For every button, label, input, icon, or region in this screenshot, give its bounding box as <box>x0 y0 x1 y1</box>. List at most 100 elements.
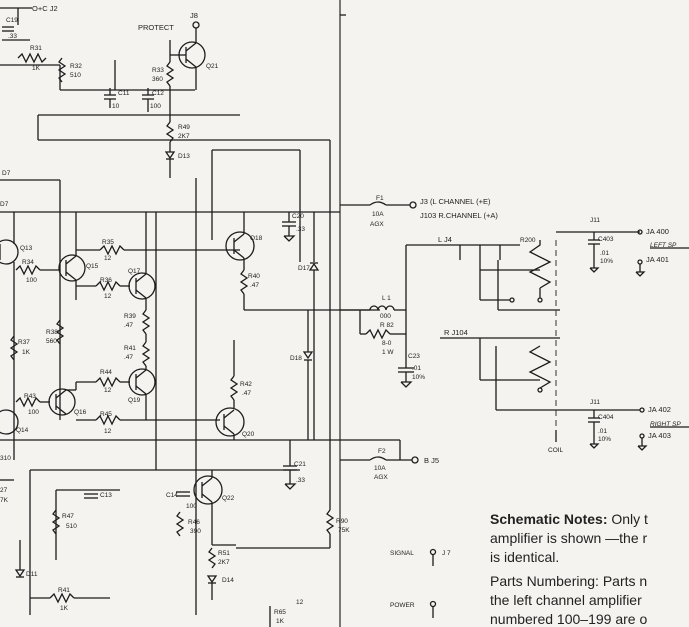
diode-d18: D18 <box>290 310 314 440</box>
component-label: R43 <box>24 393 36 400</box>
component-label: 100 <box>28 409 39 416</box>
resistor-r41: R41 .47 <box>124 334 151 370</box>
component-label: R33 <box>152 67 164 74</box>
component-label: R51 <box>218 550 230 557</box>
resistor-r42: R42 .47 <box>229 340 252 408</box>
component-label: R44 <box>100 369 112 376</box>
component-label: R31 <box>30 45 42 52</box>
component-label: 75K <box>338 527 350 534</box>
resistor-r46: R46 390 <box>175 511 201 537</box>
transistor-q13: Q13 <box>0 212 33 460</box>
capacitor-c14: C14 100 <box>166 491 197 510</box>
component-label: 100 <box>150 103 161 110</box>
component-label: 12 <box>104 255 112 262</box>
component-label: JA 400 <box>646 227 669 236</box>
component-label: R65 <box>274 609 286 616</box>
resistor-r41-lower: R41 1K <box>30 587 110 612</box>
component-label: D7 <box>2 170 11 177</box>
component-label: 1K <box>22 349 31 356</box>
component-label: L J4 <box>438 235 452 244</box>
transistor-q18: Q18 <box>225 212 263 270</box>
component-label: Q14 <box>16 427 29 434</box>
component-label: 10A <box>374 465 386 472</box>
component-label: J11 <box>590 217 600 224</box>
component-label: 7K <box>0 497 9 504</box>
notes-line-3: is identical. <box>490 549 560 565</box>
component-label: D17 <box>298 265 310 272</box>
output-j104: R J104 <box>440 328 580 411</box>
component-label: 10 <box>112 103 120 110</box>
component-label: Q19 <box>128 397 141 404</box>
component-label: J 7 <box>442 550 451 557</box>
component-label: .47 <box>124 322 133 329</box>
component-label: 12 <box>104 428 112 435</box>
component-label: PROTECT <box>138 23 174 32</box>
component-label: JA 402 <box>648 405 671 414</box>
connector-j11-left: J11 JA 400 LEFT SP C403 .01 10% JA 401 <box>556 217 689 277</box>
capacitor-c23: C23 .01 10% <box>398 353 425 388</box>
resistor-r35: R35 12 <box>76 239 240 262</box>
label-c-j2: O+C J2 <box>32 4 58 13</box>
inductor-l1: L 1 000 <box>340 295 406 320</box>
component-label: 10% <box>412 374 425 381</box>
component-label: 1 W <box>382 349 394 356</box>
component-label: JA 401 <box>646 255 669 264</box>
component-label: .47 <box>124 354 133 361</box>
resistor-r49: R49 2K7 D13 <box>164 112 190 178</box>
component-label: F2 <box>378 448 386 455</box>
component-label: C12 <box>152 90 164 97</box>
component-label: R200 <box>520 237 536 244</box>
resistor-r51: R51 2K7 D14 <box>206 544 236 600</box>
component-label: C13 <box>100 492 112 499</box>
transistor-q15: Q15 <box>58 212 99 300</box>
component-label: J8 <box>190 11 198 20</box>
component-label: 560 <box>46 338 57 345</box>
component-label: L 1 <box>382 295 391 302</box>
fuse-f2: F2 10A AGX B J5 <box>340 440 439 481</box>
notes-line-4: Parts Numbering: Parts n <box>490 573 648 589</box>
component-label: 10A <box>372 211 384 218</box>
component-label: D11 <box>26 571 38 578</box>
component-label: COIL <box>548 447 564 454</box>
component-label: R41 <box>58 587 70 594</box>
resistor-r33: R33 360 <box>152 40 175 112</box>
component-label: 310 <box>0 455 11 462</box>
component-label: D14 <box>222 577 234 584</box>
component-label: 1K <box>60 605 69 612</box>
component-label: Q18 <box>250 235 263 242</box>
component-label: R42 <box>240 381 252 388</box>
capacitor-c12: C12 100 <box>142 88 164 112</box>
resistor-r37: R37 1K <box>9 335 31 361</box>
component-label: .01 <box>600 250 609 257</box>
notes-line-1: Schematic Notes: Only t <box>490 511 648 527</box>
resistor-r36: R36 12 <box>76 277 130 300</box>
transistor-q22: Q22 <box>193 470 235 545</box>
resistor-r38: R38 560 <box>46 319 65 345</box>
component-label: RIGHT SP <box>650 421 681 428</box>
capacitor-c21: C21 .33 <box>283 440 306 490</box>
resistor-r65: R65 1K 12 <box>269 599 304 627</box>
component-label: 1K <box>276 618 285 625</box>
component-label: 12 <box>104 387 112 394</box>
component-label: 510 <box>66 523 77 530</box>
component-label: R49 <box>178 124 190 131</box>
component-label: R39 <box>124 313 136 320</box>
component-label: D7 <box>0 201 9 208</box>
component-label: J11 <box>590 399 600 406</box>
component-label: C23 <box>408 353 420 360</box>
transistor-q20: Q20 <box>215 407 255 440</box>
component-label: 8-0 <box>382 340 392 347</box>
capacitor-c13: C13 <box>55 489 120 560</box>
component-label: Q16 <box>74 409 87 416</box>
component-label: JA 403 <box>648 431 671 440</box>
component-label: SIGNAL <box>390 550 414 557</box>
component-label: 390 <box>190 528 201 535</box>
component-label: Q21 <box>206 63 219 70</box>
component-label: 100 <box>26 277 37 284</box>
component-label: AGX <box>370 221 384 228</box>
component-label: .01 <box>412 365 421 372</box>
component-label: .47 <box>250 282 259 289</box>
component-label: D18 <box>290 355 302 362</box>
component-label: 360 <box>152 76 163 83</box>
